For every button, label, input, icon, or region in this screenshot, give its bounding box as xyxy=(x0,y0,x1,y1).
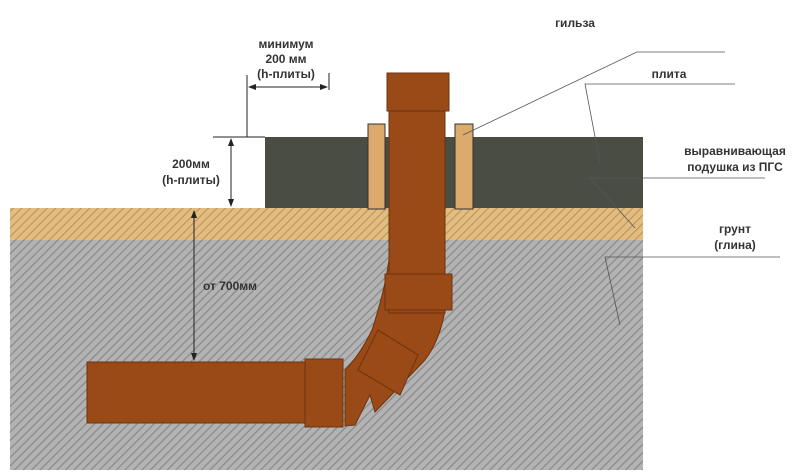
sleeve-left xyxy=(367,123,386,210)
label-cushion-1: выравнивающая xyxy=(684,144,786,158)
label-depth: от 700мм xyxy=(203,279,257,293)
pipe-horizontal xyxy=(86,361,311,424)
elbow-segment xyxy=(357,329,419,396)
pipe-coupling-horizontal xyxy=(304,358,344,428)
sand-cushion-layer xyxy=(10,208,643,240)
pipe-coupling-vertical xyxy=(384,273,453,311)
label-slab-height-2: (h-плиты) xyxy=(162,173,220,187)
leader-sleeve xyxy=(462,51,725,136)
label-min-2: 200 мм xyxy=(265,52,306,66)
label-min-3: (h-плиты) xyxy=(257,67,315,81)
leader-cushion xyxy=(589,177,765,229)
concrete-slab xyxy=(265,137,643,208)
leader-slab xyxy=(584,83,735,164)
soil-layer xyxy=(10,240,643,470)
label-cushion-2: подушка из ПГС xyxy=(687,160,783,174)
label-soil-1: грунт xyxy=(719,222,751,236)
label-sleeve: гильза xyxy=(555,16,595,30)
sewer-pipe xyxy=(86,72,453,428)
sleeve-right xyxy=(454,123,474,210)
label-slab: плита xyxy=(652,67,687,81)
dimension-slab-height xyxy=(213,136,265,207)
leader-lines xyxy=(462,51,780,326)
dimension-min-width xyxy=(246,73,330,137)
label-soil-2: (глина) xyxy=(714,238,756,252)
label-slab-height-1: 200мм xyxy=(172,157,210,171)
label-min-1: минимум xyxy=(259,37,314,51)
leader-soil xyxy=(604,256,780,326)
pipe-top-socket xyxy=(386,72,450,112)
